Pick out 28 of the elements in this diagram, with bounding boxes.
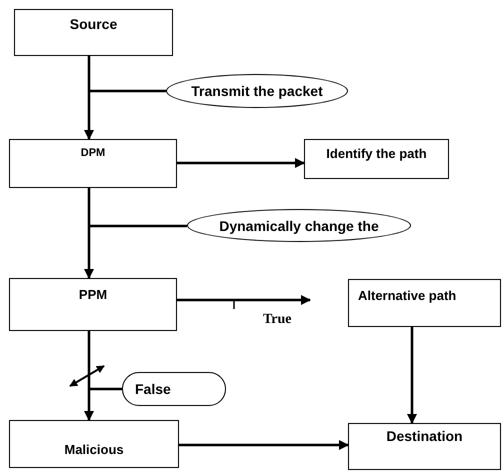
process-box: [304, 139, 449, 179]
connector-line: [89, 388, 122, 390]
connector-line: [89, 90, 166, 92]
node-label: Malicious: [64, 442, 124, 457]
rounded-box: [122, 372, 226, 406]
node-label: Alternative path: [358, 288, 456, 303]
connector-line: [89, 224, 187, 228]
process-box: [348, 279, 501, 327]
process-box: [348, 423, 501, 470]
node-label: Destination: [386, 428, 463, 444]
arrow: [84, 56, 94, 140]
process-box: [9, 420, 179, 468]
node-label: Transmit the packet: [191, 83, 323, 99]
arrow: [84, 188, 94, 279]
process-box: [9, 139, 177, 188]
node-label: PPM: [78, 287, 108, 302]
node-label: Source: [70, 16, 118, 32]
arrow: [179, 440, 349, 450]
process-box: [14, 9, 173, 56]
node-label: DPM: [80, 147, 106, 159]
arrow: [84, 331, 94, 421]
arrow: [177, 158, 305, 168]
node-label: Dynamically change the: [219, 218, 379, 234]
node-label: Identify the path: [326, 146, 427, 161]
process-box: [9, 278, 177, 331]
arrow: [407, 327, 417, 424]
arrow: [177, 295, 311, 305]
node-label: False: [135, 381, 171, 397]
